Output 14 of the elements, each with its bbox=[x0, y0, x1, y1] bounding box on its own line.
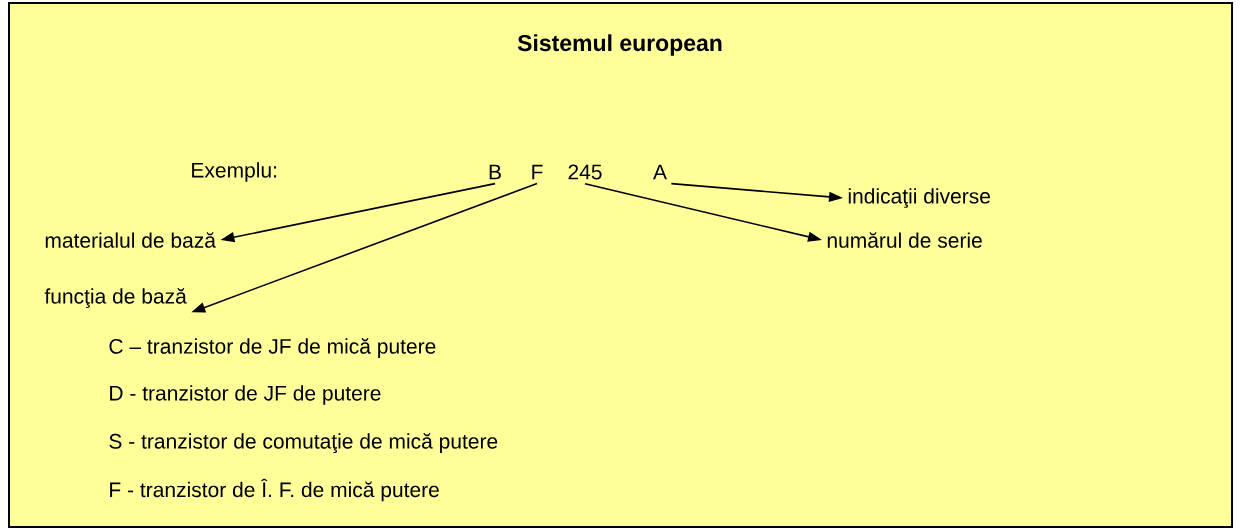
node-text: funcţia de bază bbox=[44, 288, 187, 308]
node-text: numărul de serie bbox=[827, 232, 982, 248]
node-text: F bbox=[532, 164, 543, 180]
label-text: C – tranzistor de JF de mică putere bbox=[109, 338, 436, 358]
node-text: materialul de bază bbox=[45, 232, 216, 248]
title: Sistemul european bbox=[517, 34, 722, 56]
node-text: A bbox=[653, 164, 667, 180]
node-text: indicaţii diverse bbox=[848, 188, 990, 208]
label-text: D - tranzistor de JF de putere bbox=[110, 385, 381, 405]
label-text: F - tranzistor de Î. F. de mică putere bbox=[110, 478, 439, 502]
node-text: 245 bbox=[568, 164, 602, 180]
label-text: S - tranzistor de comutaţie de mică putere bbox=[109, 433, 498, 453]
node-text: B bbox=[489, 164, 501, 180]
label-text: Exemplu: bbox=[192, 162, 276, 182]
